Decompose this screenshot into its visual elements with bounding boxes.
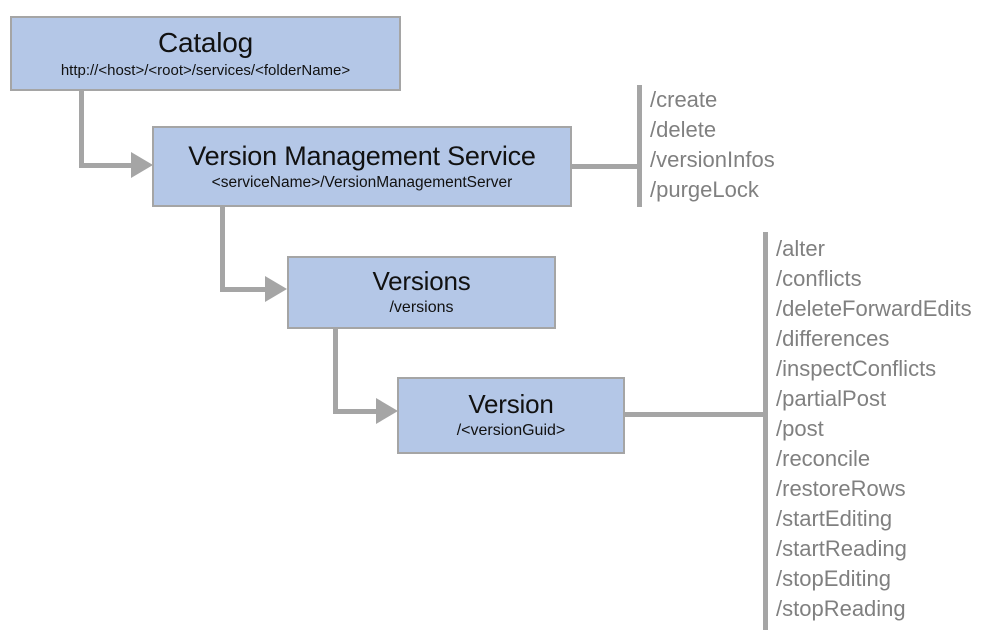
operation-item-vms: /purgeLock bbox=[650, 177, 759, 202]
node-versions-subtitle: /versions bbox=[389, 299, 454, 317]
node-versions-title: Versions bbox=[372, 265, 471, 296]
operation-item-version: /deleteForwardEdits bbox=[776, 296, 972, 321]
operation-item-version: /partialPost bbox=[776, 386, 887, 411]
connector-catalog-to-vms-horizontal bbox=[79, 163, 134, 168]
operation-item-version: /inspectConflicts bbox=[776, 356, 937, 381]
operation-item-version: /post bbox=[776, 416, 824, 441]
operations-list-version-management-service: /create/delete/versionInfos/purgeLock bbox=[650, 85, 775, 205]
operation-item-vms: /create bbox=[650, 87, 718, 112]
connector-catalog-to-vms-vertical bbox=[79, 91, 84, 168]
operation-item-version: /stopEditing bbox=[776, 566, 891, 591]
node-catalog-title: Catalog bbox=[157, 27, 254, 59]
node-version-management-service-title: Version Management Service bbox=[188, 140, 536, 171]
operation-item-version: /restoreRows bbox=[776, 476, 906, 501]
arrowhead-vms-to-versions-icon bbox=[265, 276, 287, 302]
bracket-stem-vms-operations bbox=[572, 164, 642, 169]
arrowhead-versions-to-version-icon bbox=[376, 398, 398, 424]
operation-item-version: /alter bbox=[776, 236, 825, 261]
operation-item-version: /conflicts bbox=[776, 266, 862, 291]
connector-vms-to-versions-vertical bbox=[220, 207, 225, 291]
node-catalog-subtitle: http://<host>/<root>/services/<folderNam… bbox=[60, 61, 351, 79]
operation-item-version: /startReading bbox=[776, 536, 907, 561]
operation-item-vms: /delete bbox=[650, 117, 717, 142]
bracket-bar-version-operations bbox=[763, 232, 768, 630]
connector-vms-to-versions-horizontal bbox=[220, 287, 268, 292]
node-version-management-service-subtitle: <serviceName>/VersionManagementServer bbox=[211, 174, 513, 192]
connector-versions-to-version-vertical bbox=[333, 329, 338, 413]
node-version-title: Version bbox=[468, 388, 554, 419]
node-version-subtitle: /<versionGuid> bbox=[456, 422, 566, 440]
node-version: Version /<versionGuid> bbox=[397, 377, 625, 454]
operation-item-vms: /versionInfos bbox=[650, 147, 775, 172]
bracket-bar-vms-operations bbox=[637, 85, 642, 207]
node-versions: Versions /versions bbox=[287, 256, 556, 329]
connector-versions-to-version-horizontal bbox=[333, 409, 379, 414]
operation-item-version: /startEditing bbox=[776, 506, 893, 531]
node-catalog: Catalog http://<host>/<root>/services/<f… bbox=[10, 16, 401, 91]
operation-item-version: /stopReading bbox=[776, 596, 906, 621]
operations-list-version: /alter/conflicts/deleteForwardEdits/diff… bbox=[776, 234, 972, 624]
operation-item-version: /differences bbox=[776, 326, 890, 351]
arrowhead-catalog-to-vms-icon bbox=[131, 152, 153, 178]
bracket-stem-version-operations bbox=[625, 412, 768, 417]
operation-item-version: /reconcile bbox=[776, 446, 871, 471]
node-version-management-service: Version Management Service <serviceName>… bbox=[152, 126, 572, 207]
